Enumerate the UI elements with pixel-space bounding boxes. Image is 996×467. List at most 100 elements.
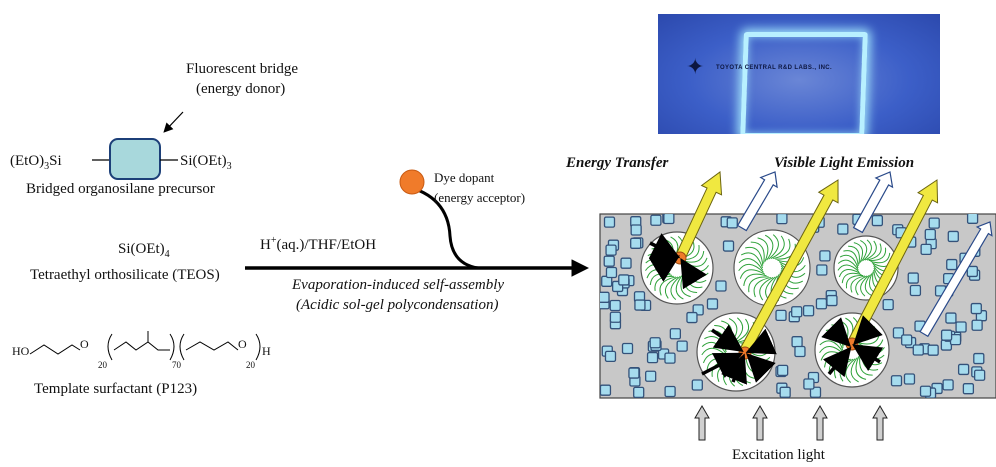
precursor-right-group: Si(OEt)3 bbox=[180, 153, 232, 172]
energy-transfer-arrow bbox=[822, 346, 852, 378]
silica-square bbox=[691, 379, 703, 391]
silica-square bbox=[826, 294, 838, 307]
silica-square bbox=[973, 369, 986, 381]
silica-square bbox=[609, 299, 621, 312]
silica-square bbox=[630, 224, 642, 236]
silica-square bbox=[912, 344, 924, 356]
energy-transfer-arrow bbox=[711, 324, 744, 352]
silica-square bbox=[946, 258, 958, 271]
silica-square bbox=[603, 216, 616, 228]
silica-square bbox=[945, 312, 957, 324]
dye-dot bbox=[673, 251, 687, 265]
silica-square bbox=[815, 298, 828, 310]
silica-square bbox=[715, 280, 727, 292]
silica-square bbox=[634, 299, 646, 311]
energy-transfer-arrow bbox=[680, 258, 707, 290]
silica-square bbox=[646, 351, 659, 364]
silica-square bbox=[628, 367, 640, 379]
micelle-fibers bbox=[738, 234, 806, 302]
silica-square bbox=[669, 328, 682, 340]
silica-square bbox=[803, 378, 815, 390]
silica-square bbox=[621, 342, 634, 355]
precursor-left-group: (EtO)3Si bbox=[10, 153, 62, 172]
silica-square bbox=[726, 217, 738, 229]
energy-transfer-arrow bbox=[648, 255, 680, 282]
dye-dot bbox=[845, 337, 859, 351]
silica-square bbox=[962, 383, 975, 395]
surfactant-n2: 70 bbox=[172, 360, 181, 370]
energy-transfer-label: Energy Transfer bbox=[566, 155, 669, 171]
silica-square bbox=[791, 306, 803, 318]
silica-square bbox=[901, 334, 913, 346]
silica-square bbox=[650, 214, 662, 226]
silica-square bbox=[609, 311, 622, 323]
silica-square bbox=[947, 230, 959, 243]
silica-square bbox=[971, 319, 983, 331]
emission-hollow-arrow bbox=[919, 221, 993, 338]
dye-dopant-label: Dye dopant bbox=[434, 170, 495, 185]
energy-acceptor-label: (energy acceptor) bbox=[434, 190, 526, 205]
silica-square bbox=[940, 329, 953, 341]
dye-dot bbox=[738, 346, 752, 360]
silica-square bbox=[942, 379, 954, 391]
energy-transfer-arrow bbox=[852, 344, 884, 372]
dye-dopant-circle bbox=[399, 169, 425, 195]
silica-square bbox=[600, 291, 610, 303]
silica-square bbox=[775, 309, 787, 322]
silica-square bbox=[603, 255, 615, 267]
silica-square bbox=[966, 214, 979, 224]
silica-square bbox=[927, 344, 939, 356]
excitation-arrow bbox=[694, 405, 710, 441]
silica-square bbox=[633, 386, 645, 398]
silica-square bbox=[890, 375, 903, 387]
surfactant-n3: 20 bbox=[246, 360, 255, 370]
silica-square bbox=[706, 298, 719, 310]
emission-beam bbox=[674, 171, 723, 261]
emission-beam bbox=[738, 179, 839, 356]
energy-transfer-arrow bbox=[853, 315, 883, 345]
surfactant-o1: O bbox=[80, 337, 89, 351]
silica-square bbox=[676, 340, 688, 352]
silica-square bbox=[809, 386, 822, 398]
silica-square bbox=[645, 370, 657, 382]
silica-square bbox=[837, 223, 849, 235]
precursor-caption: Bridged organosilane precursor bbox=[26, 181, 215, 197]
silica-square bbox=[686, 311, 698, 324]
silica-square bbox=[928, 217, 940, 229]
toyota-logo: ✦ bbox=[686, 54, 705, 79]
energy-transfer-arrow bbox=[745, 328, 777, 355]
excitation-arrow bbox=[872, 405, 888, 441]
silica-square bbox=[600, 384, 612, 396]
silica-square bbox=[907, 272, 919, 284]
silica-square bbox=[791, 336, 803, 348]
silica-square bbox=[605, 244, 617, 256]
silica-square bbox=[777, 364, 789, 377]
silica-square bbox=[892, 327, 905, 339]
silica-square bbox=[664, 385, 676, 398]
silica-square bbox=[973, 352, 985, 365]
energy-transfer-arrow bbox=[821, 317, 851, 347]
silica-square bbox=[871, 214, 884, 227]
silica-square bbox=[630, 237, 642, 249]
process-line2: (Acidic sol-gel polycondensation) bbox=[296, 297, 499, 313]
p123-structure bbox=[29, 331, 261, 361]
fluorescent-bridge-label: Fluorescent bridge bbox=[186, 61, 299, 77]
emission-hollow-arrow bbox=[736, 171, 778, 232]
surfactant-h: H bbox=[262, 344, 271, 358]
silica-square bbox=[802, 305, 815, 317]
surfactant-caption: Template surfactant (P123) bbox=[34, 381, 198, 397]
silica-square bbox=[957, 363, 970, 376]
excitation-label: Excitation light bbox=[732, 447, 825, 463]
silica-square bbox=[620, 257, 632, 269]
silica-square bbox=[966, 265, 978, 278]
excitation-arrow bbox=[752, 405, 768, 441]
silica-square bbox=[909, 284, 922, 297]
surfactant-n1: 20 bbox=[98, 360, 107, 370]
silica-square bbox=[970, 302, 982, 315]
photo-logo-text: TOYOTA CENTRAL R&D LABS., INC. bbox=[716, 65, 833, 71]
silica-square bbox=[882, 298, 894, 311]
surfactant-ho: HO bbox=[12, 344, 30, 358]
energy-transfer-arrow bbox=[746, 353, 776, 383]
silica-square bbox=[649, 337, 661, 349]
